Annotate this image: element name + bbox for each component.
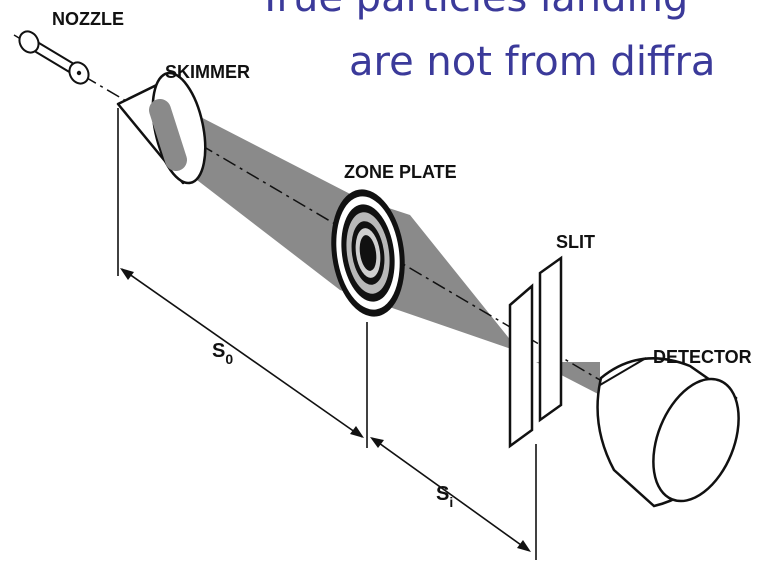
label-si: Si [436,483,453,510]
beam-axis [13,34,601,381]
slit [508,255,563,449]
label-skimmer: SKIMMER [165,62,250,82]
label-slit: SLIT [556,232,595,252]
label-detector: DETECTOR [653,347,752,367]
detector [596,357,740,508]
label-s0-sub: 0 [225,351,233,367]
dimension-lines [117,108,537,560]
slide-title-text-1: True particles landing [258,0,688,18]
skimmer [116,71,207,185]
slide-title-text-2: are not from diffra [349,42,716,85]
label-nozzle: NOZZLE [52,9,124,29]
label-zone-plate: ZONE PLATE [344,162,457,182]
label-si-base: S [436,483,449,505]
label-s0: S0 [212,340,233,367]
nozzle [18,30,90,85]
dimension-arrowheads [120,268,531,552]
slide-title-line-1: True particles landing [0,0,772,38]
label-si-sub: i [449,494,453,510]
label-s0-base: S [212,340,225,362]
zone-plate [331,189,405,317]
slide-title-line-2: are not from diffra [0,42,772,92]
